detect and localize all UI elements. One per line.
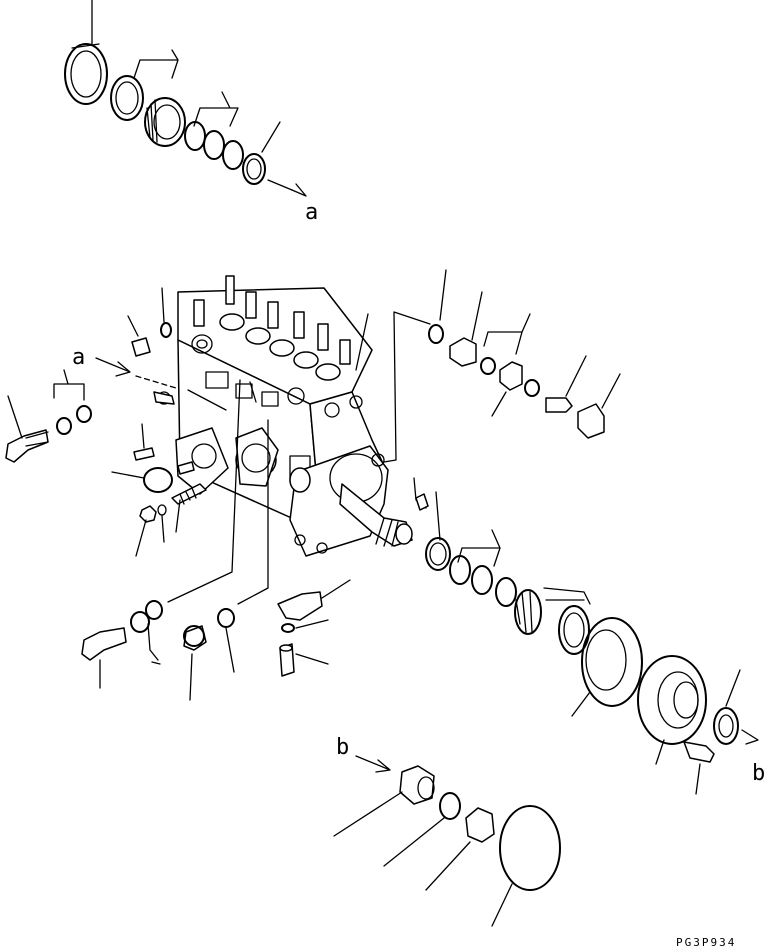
ref-label-a-left: a (72, 345, 85, 370)
delivery-valve-holders (193, 275, 351, 381)
ref-label-b-left: b (336, 735, 349, 760)
ref-label-b-right: b (752, 761, 765, 786)
clamp-and-bolt-parts (277, 579, 351, 677)
lower-left-parts (81, 379, 269, 701)
drive-side-parts: b (413, 477, 765, 795)
drawing-code: PG3P934 (676, 936, 736, 949)
bottom-parts: b (333, 735, 561, 927)
injection-pump-body (157, 275, 413, 557)
left-side-fittings: a (5, 287, 207, 557)
right-upper-fittings (355, 269, 621, 463)
top-bearing-assembly: a (64, 0, 318, 225)
ref-label-a-top: a (305, 200, 318, 225)
